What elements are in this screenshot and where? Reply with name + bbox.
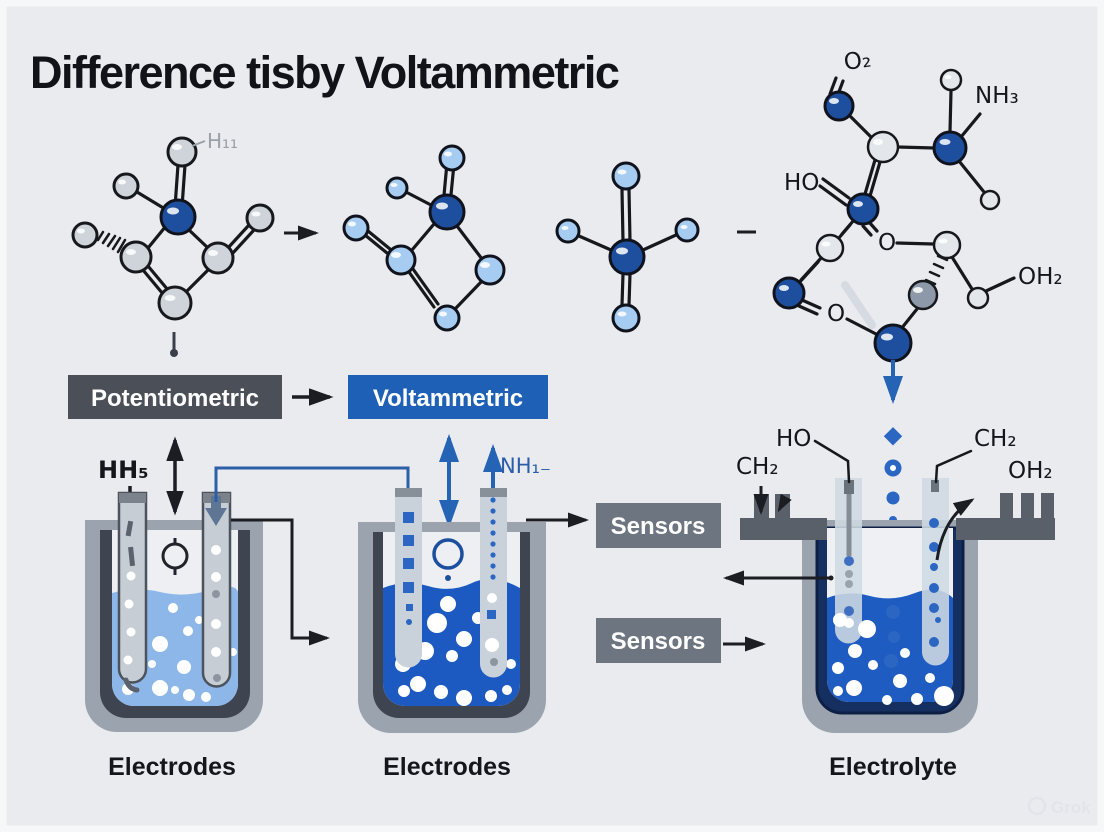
electrode-right [922, 478, 949, 666]
arrow-cell3-left [723, 570, 834, 586]
flow-boxes: Potentiometric Voltammetric [68, 375, 548, 419]
wire-cell1-cell2 [231, 518, 330, 646]
potentiometric-box [68, 375, 282, 419]
ch2-left-label: CH₂ [736, 454, 779, 480]
wire-blue [214, 466, 410, 502]
hashed-bond [96, 230, 127, 254]
sensors-top-label: Sensors [611, 513, 706, 540]
voltammetric-label: Voltammetric [373, 385, 523, 412]
contact-rail-right [956, 493, 1055, 540]
stream-in-liquid [884, 605, 900, 668]
page-title: Difference tisby Voltammetric [30, 47, 619, 98]
ch2-right-label: CH₂ [974, 426, 1017, 452]
o2-label: O₂ [842, 46, 873, 76]
sensors-box-bottom [596, 618, 721, 663]
electrode-left [835, 478, 862, 644]
ho-label: HO [784, 170, 819, 196]
ghost-bond [841, 281, 876, 329]
sensors-box-top [596, 503, 721, 548]
potentiometric-label: Potentiometric [91, 385, 259, 412]
voltammetric-box [348, 375, 548, 419]
ho-label: HO [776, 426, 811, 452]
ho-pointer [813, 439, 851, 484]
reference-symbol [161, 538, 189, 575]
hh-label: HH₅ [98, 456, 149, 484]
reference-symbol-blue [432, 538, 464, 581]
electrode-right [480, 488, 507, 678]
electrode-right [201, 491, 232, 688]
electrode-left [117, 491, 148, 693]
molecule-gray: H₁₁ [71, 129, 275, 357]
pin [170, 332, 178, 357]
bubbles [122, 603, 237, 702]
contact-rail-left [740, 486, 827, 540]
beaker-2 [358, 488, 546, 733]
sensors-boxes: Sensors Sensors [596, 503, 766, 663]
molecule-cluster: O₂ NH₃ HO OH₂ O O [772, 46, 1063, 363]
molecule-lightblue [342, 144, 506, 332]
curved-arrow [935, 498, 975, 561]
m1-label: H₁₁ [207, 129, 238, 153]
caption-electrolyte: Electrolyte [829, 753, 957, 781]
beaker-3 [802, 478, 978, 733]
molecule-cross [555, 161, 700, 333]
small-arrow [777, 493, 792, 513]
electrode-left [395, 488, 422, 668]
ch2-pointer [934, 449, 973, 484]
cell3-labels: CH₂ HO CH₂ OH₂ [736, 426, 1053, 484]
bubbles [832, 613, 954, 706]
oh2-label: OH₂ [1018, 264, 1063, 290]
caption-electrodes-1: Electrodes [108, 753, 236, 781]
sensors-bottom-label: Sensors [611, 628, 706, 655]
beaker-1 [85, 491, 263, 732]
nh1-label: NH₁₋ [500, 454, 551, 478]
watermark-text: Grok [1051, 798, 1091, 817]
nh3-label: NH₃ [975, 83, 1019, 109]
label-line [191, 140, 206, 147]
o-atom-label-2: O [827, 301, 845, 327]
caption-electrodes-2: Electrodes [383, 753, 511, 781]
oh2-label: OH₂ [1008, 458, 1053, 484]
watermark-icon [1027, 796, 1047, 816]
o-atom-label: O [878, 230, 896, 256]
watermark: Grok [1027, 796, 1091, 817]
